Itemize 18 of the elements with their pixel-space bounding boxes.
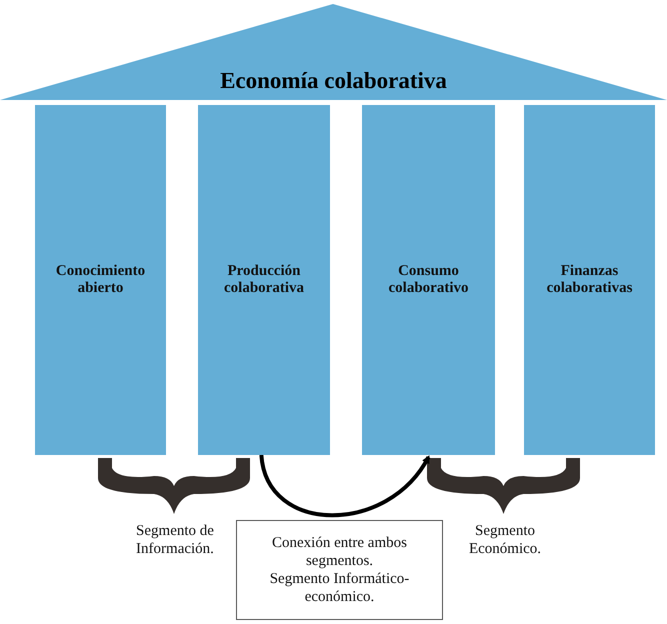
segment-label: Segmento Económico.: [468, 522, 542, 558]
pillar: [362, 105, 495, 455]
curly-brace: [427, 458, 580, 514]
pillar-label: Conocimiento abierto: [54, 263, 146, 297]
roof-title: Economía colaborativa: [220, 68, 447, 94]
note-text: Conexión entre ambos segmentos.: [271, 534, 408, 570]
pillar-label: Finanzas colaborativas: [546, 263, 634, 297]
segment-label: Segmento de Información.: [135, 522, 215, 558]
pillar: [524, 105, 655, 455]
pillar-label: Producción colaborativa: [223, 263, 305, 297]
curved-arrow: [259, 454, 430, 518]
roof-shape: [0, 4, 667, 100]
pillar: [35, 105, 166, 455]
note-text: Segmento Informático-económico.: [268, 570, 410, 606]
curly-brace: [98, 458, 250, 514]
pillar: [198, 105, 330, 455]
pillar-label: Consumo colaborativo: [388, 263, 470, 297]
text-box: [236, 520, 443, 620]
